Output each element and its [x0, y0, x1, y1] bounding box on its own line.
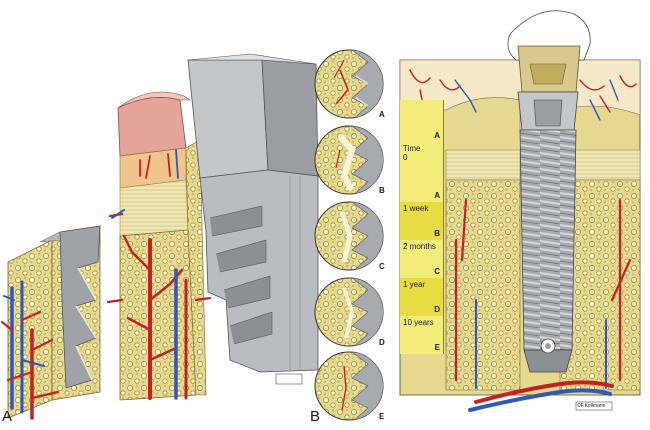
circle-label: D: [379, 338, 385, 347]
soft-tissue-vessels: [409, 69, 637, 121]
healing-stage-circles: [314, 49, 384, 421]
signature-mark-b: [575, 401, 613, 411]
timeline-letter: B: [434, 229, 440, 238]
small-bone-block: [7, 225, 101, 419]
artist-signature: ©F.Kollmann: [577, 403, 606, 409]
panel-label-a: A: [2, 408, 13, 425]
signature-mark-a: [275, 373, 303, 385]
timeline-letter: E: [434, 343, 440, 352]
dental-implant: [507, 10, 591, 373]
timeline-letter: A: [434, 131, 440, 140]
panel-a-illustration: [0, 53, 319, 420]
panel-b-illustration: [399, 10, 641, 412]
timeline-label: 1 week: [403, 204, 429, 213]
timeline-letter: D: [434, 305, 440, 314]
circle-label: E: [379, 412, 385, 421]
circle-label: A: [379, 110, 385, 119]
bone-vessels: [454, 198, 632, 389]
timeline-stage-0: Time 0 A: [400, 142, 444, 202]
timeline-letter: A: [434, 191, 440, 200]
timeline-stage-3: 1 year D: [400, 278, 444, 316]
timeline-letter: C: [434, 267, 440, 276]
vessels-tall-block: [106, 149, 212, 400]
circle-label: C: [379, 262, 385, 271]
drill-implant-large: [187, 53, 319, 373]
timeline-stage-1: 1 week B: [400, 202, 444, 240]
circle-label: B: [379, 186, 385, 195]
bottom-vessels: [468, 380, 614, 412]
timeline-label: Time 0: [403, 144, 421, 162]
timeline-label: 10 years: [403, 318, 434, 327]
panel-label-b: B: [310, 408, 321, 425]
timeline-stage-4: 10 years E: [400, 316, 444, 354]
timeline-stage-2: 2 months C: [400, 240, 444, 278]
vessels-left: [0, 280, 60, 420]
timeline-stage-start: A: [400, 100, 444, 142]
timeline-label: 1 year: [403, 280, 426, 289]
timeline-label: 2 months: [403, 242, 436, 251]
